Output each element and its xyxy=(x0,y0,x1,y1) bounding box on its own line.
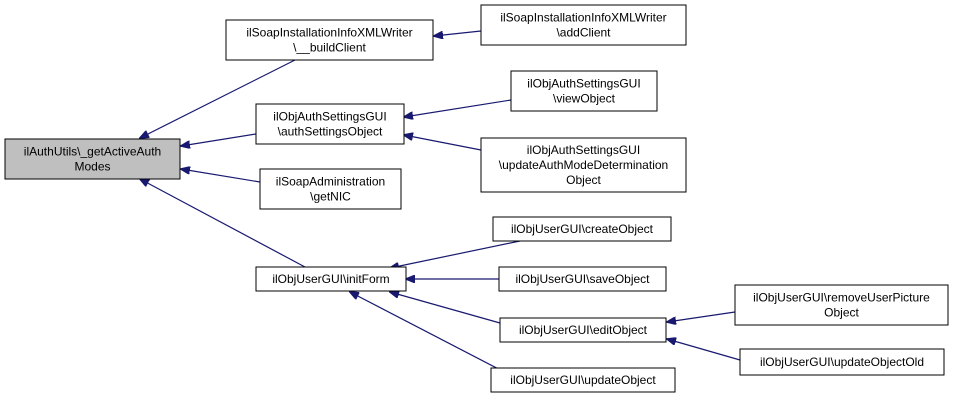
node-label-line: ilObjAuthSettingsGUI xyxy=(527,143,640,157)
node-label-line: ilObjUserGUI\updateObject xyxy=(510,373,656,387)
node-label-line: ilObjUserGUI\updateObjectOld xyxy=(760,355,924,369)
node-label-line: ilObjUserGUI\createObject xyxy=(511,222,654,236)
node-box xyxy=(480,137,687,193)
node-box xyxy=(490,367,676,393)
node-soapwriter-build[interactable]: ilSoapInstallationInfoXMLWriter\__buildC… xyxy=(225,19,434,61)
node-box xyxy=(480,4,687,46)
node-label-line: ilSoapAdministration xyxy=(276,175,385,189)
edge-layer xyxy=(140,30,741,376)
node-box xyxy=(259,168,402,210)
node-box xyxy=(510,70,658,112)
edge-n_user_update-to-n_user_initform xyxy=(350,292,511,376)
node-label-line: ilSoapInstallationInfoXMLWriter xyxy=(500,11,666,25)
edge-n_auth_view-to-n_auth_settings xyxy=(404,99,512,117)
node-label-line: ilObjUserGUI\editObject xyxy=(519,323,648,337)
edge-n_auth_settings-to-n_root xyxy=(181,133,257,146)
node-label-line: ilObjUserGUI\saveObject xyxy=(515,272,650,286)
node-user-updateold[interactable]: ilObjUserGUI\updateObjectOld xyxy=(739,348,945,376)
node-auth-settings[interactable]: ilObjAuthSettingsGUI\authSettingsObject xyxy=(255,103,405,145)
node-soapwriter-add[interactable]: ilSoapInstallationInfoXMLWriter\addClien… xyxy=(480,4,687,46)
edge-n_auth_update-to-n_auth_settings xyxy=(404,135,482,151)
node-soap-admin[interactable]: ilSoapAdministration\getNIC xyxy=(259,168,402,210)
node-user-initform[interactable]: ilObjUserGUI\initForm xyxy=(255,266,407,292)
node-user-save[interactable]: ilObjUserGUI\saveObject xyxy=(498,266,667,292)
edge-n_soapwriter_build-to-n_root xyxy=(140,59,296,138)
edge-n_user_initform-to-n_root xyxy=(140,179,306,268)
node-auth-update[interactable]: ilObjAuthSettingsGUI\updateAuthModeDeter… xyxy=(480,137,687,193)
edge-n_user_updateold-to-n_user_edit xyxy=(667,339,741,361)
node-label-line: ilSoapInstallationInfoXMLWriter xyxy=(246,26,412,40)
node-user-update[interactable]: ilObjUserGUI\updateObject xyxy=(490,367,676,393)
node-label-line: \authSettingsObject xyxy=(278,125,383,139)
node-box xyxy=(4,138,181,180)
node-label-line: \__buildClient xyxy=(293,41,366,55)
edge-n_user_edit-to-n_user_initform xyxy=(390,292,501,324)
node-box xyxy=(739,348,945,376)
node-box xyxy=(225,19,434,61)
node-label-line: Modes xyxy=(74,160,110,174)
node-box xyxy=(498,266,667,292)
node-box xyxy=(255,103,405,145)
node-label-line: \getNIC xyxy=(310,190,351,204)
node-box xyxy=(734,284,949,326)
node-label-line: ilAuthUtils\_getActiveAuth xyxy=(24,145,161,159)
node-label-line: ilObjAuthSettingsGUI xyxy=(273,110,386,124)
node-label-line: Object xyxy=(824,306,859,320)
node-box xyxy=(492,216,672,242)
node-label-line: Object xyxy=(566,173,601,187)
node-label-line: \addClient xyxy=(556,26,611,40)
node-label-line: ilObjAuthSettingsGUI xyxy=(527,77,640,91)
edge-n_user_create-to-n_user_initform xyxy=(390,240,521,268)
node-auth-view[interactable]: ilObjAuthSettingsGUI\viewObject xyxy=(510,70,658,112)
edge-n_soapwriter_add-to-n_soapwriter_build xyxy=(434,30,482,36)
node-label-line: ilObjUserGUI\initForm xyxy=(272,272,389,286)
edge-n_user_removepic-to-n_user_edit xyxy=(667,311,736,322)
node-box xyxy=(255,266,407,292)
node-label-line: \viewObject xyxy=(553,92,616,106)
node-user-edit[interactable]: ilObjUserGUI\editObject xyxy=(499,317,667,343)
node-label-line: \updateAuthModeDetermination xyxy=(499,158,668,172)
node-box xyxy=(499,317,667,343)
edge-n_soap_admin-to-n_root xyxy=(181,169,261,183)
node-user-create[interactable]: ilObjUserGUI\createObject xyxy=(492,216,672,242)
node-label-line: ilObjUserGUI\removeUserPicture xyxy=(753,291,930,305)
